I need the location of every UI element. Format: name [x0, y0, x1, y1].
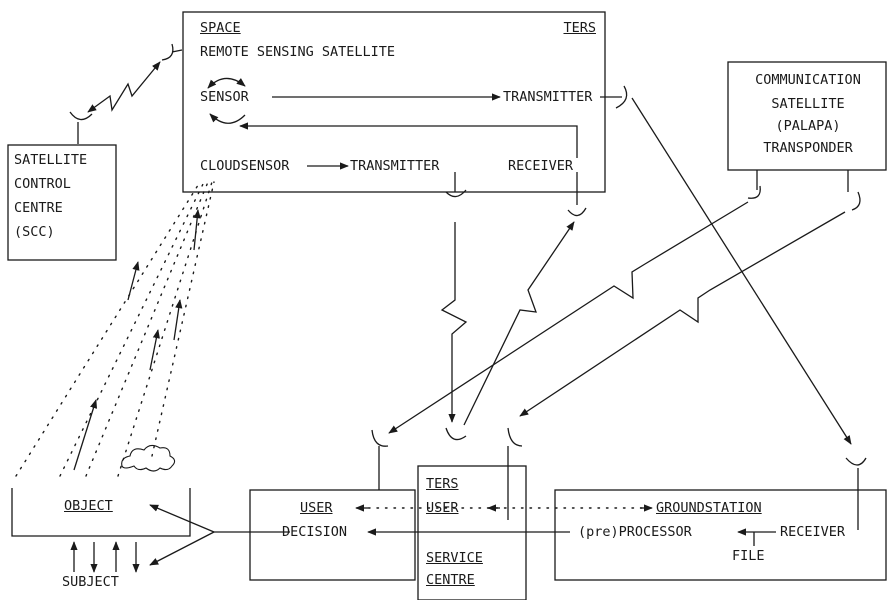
groundstation-receiver-label: RECEIVER	[780, 524, 845, 540]
decision-label: DECISION	[282, 524, 347, 540]
sensing-ray-5	[152, 182, 214, 456]
transponder-label: TRANSPONDER	[730, 140, 886, 156]
user-label: USER	[300, 500, 333, 516]
transponder-antenna-right	[848, 170, 860, 210]
sensing-ray-3	[86, 182, 208, 476]
file-label: FILE	[732, 548, 765, 564]
groundstation-title: GROUNDSTATION	[656, 500, 762, 516]
comsat-line-1: COMMUNICATION	[730, 72, 886, 88]
groundstation-antenna	[846, 458, 866, 530]
cloud-icon	[122, 445, 175, 471]
comsat-to-service-centre-zigzag	[520, 212, 845, 416]
scc-line-2: CONTROL	[14, 176, 71, 192]
cloud-transmitter-label: TRANSMITTER	[350, 158, 439, 174]
sensing-ray-2	[60, 182, 204, 476]
service-centre-user-label: USER	[426, 500, 459, 516]
scc-line-3: CENTRE	[14, 200, 63, 216]
comsat-to-user-zigzag	[389, 202, 748, 433]
receiver-label: RECEIVER	[508, 158, 573, 174]
processor-label: (pre)PROCESSOR	[578, 524, 692, 540]
space-label: SPACE	[200, 20, 241, 36]
comsat-line-3: (PALAPA)	[730, 118, 886, 134]
fan-to-subject-arrow	[150, 532, 214, 565]
cloudsensor-label: CLOUDSENSOR	[200, 158, 289, 174]
transmitter-antenna	[600, 86, 627, 108]
service-centre-ters-label: TERS	[426, 476, 459, 492]
sensing-ray-4	[118, 182, 212, 476]
receiver-to-sensor-feedback	[240, 126, 577, 158]
sensing-ray-arrow-3	[150, 330, 158, 370]
cloud-transmitter-antenna	[446, 172, 466, 197]
space-scc-antenna	[162, 44, 182, 60]
user-antenna	[372, 430, 388, 490]
sensor-label: SENSOR	[200, 89, 249, 105]
ters-label: TERS	[540, 20, 596, 36]
sensing-ray-arrow-4	[174, 300, 180, 340]
transponder-antenna-left	[748, 170, 760, 198]
remote-sensing-satellite-title: REMOTE SENSING SATELLITE	[200, 44, 395, 60]
sensing-ray-arrow-2	[128, 262, 138, 300]
centre-label: CENTRE	[426, 572, 475, 588]
comsat-line-2: SATELLITE	[730, 96, 886, 112]
scc-space-zigzag-link	[88, 62, 160, 112]
fan-to-object-arrow	[150, 505, 214, 532]
transmitter-to-service-centre-zigzag	[442, 222, 466, 422]
scc-antenna	[70, 112, 92, 144]
sensor-loop-bottom	[210, 114, 245, 123]
sensor-loop-top	[208, 78, 245, 88]
service-label: SERVICE	[426, 550, 483, 566]
scc-line-1: SATELLITE	[14, 152, 87, 168]
object-label: OBJECT	[64, 498, 113, 514]
subject-label: SUBJECT	[62, 574, 119, 590]
receiver-antenna	[568, 172, 586, 216]
transmitter-label: TRANSMITTER	[503, 89, 592, 105]
scc-line-4: (SCC)	[14, 224, 55, 240]
